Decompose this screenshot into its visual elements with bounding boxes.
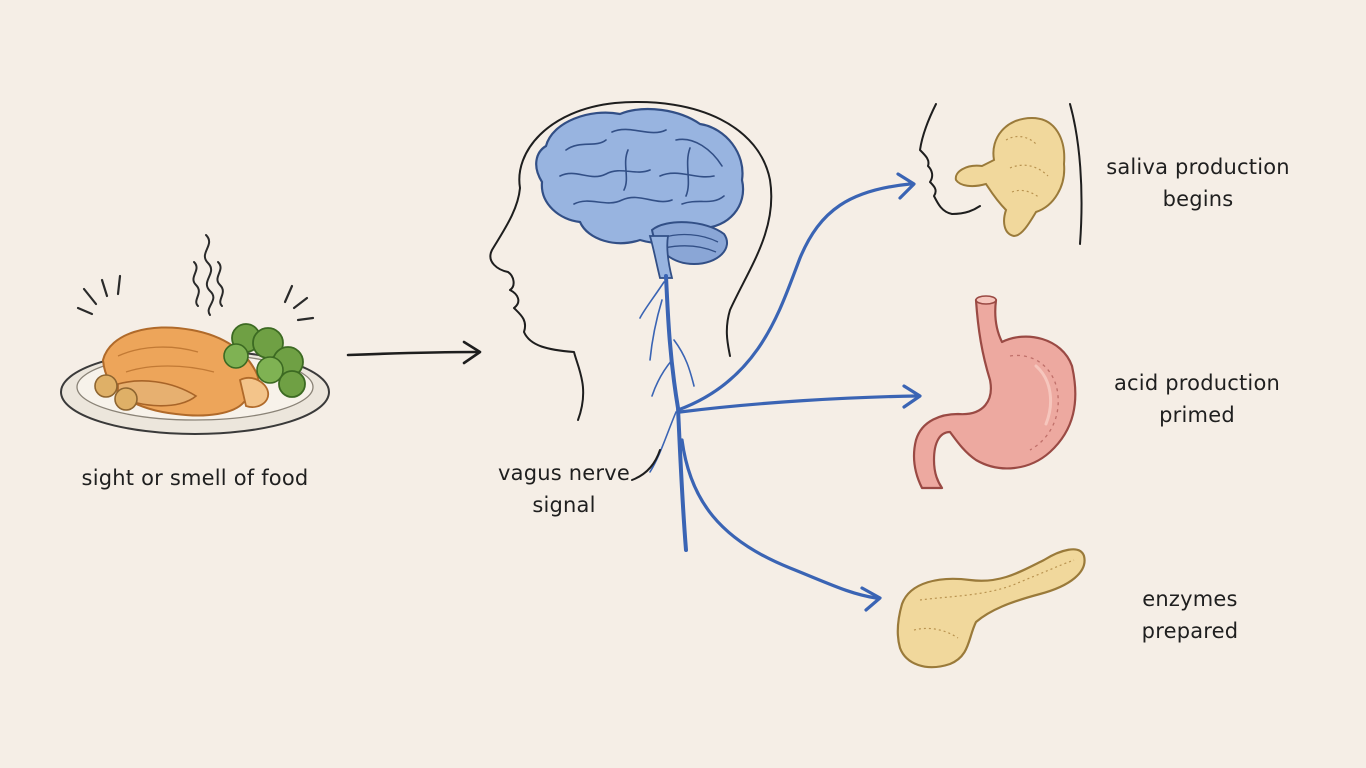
food-label: sight or smell of food — [81, 466, 309, 490]
plate-of-food-icon — [60, 234, 330, 435]
saliva-label: saliva production begins — [1106, 155, 1290, 211]
arrow-food-to-brain — [346, 340, 482, 365]
enzymes-label: enzymes prepared — [1141, 587, 1239, 643]
vagus-nerve-label: vagus nerve signal — [498, 461, 630, 517]
vagus-nerve — [639, 172, 922, 612]
vagus-label-leader — [631, 449, 661, 481]
head-brain-icon — [489, 101, 773, 421]
pancreas-icon — [896, 548, 1086, 669]
acid-label: acid production primed — [1113, 371, 1281, 427]
stomach-icon — [912, 295, 1077, 490]
face-salivary-gland-icon — [919, 103, 1083, 245]
